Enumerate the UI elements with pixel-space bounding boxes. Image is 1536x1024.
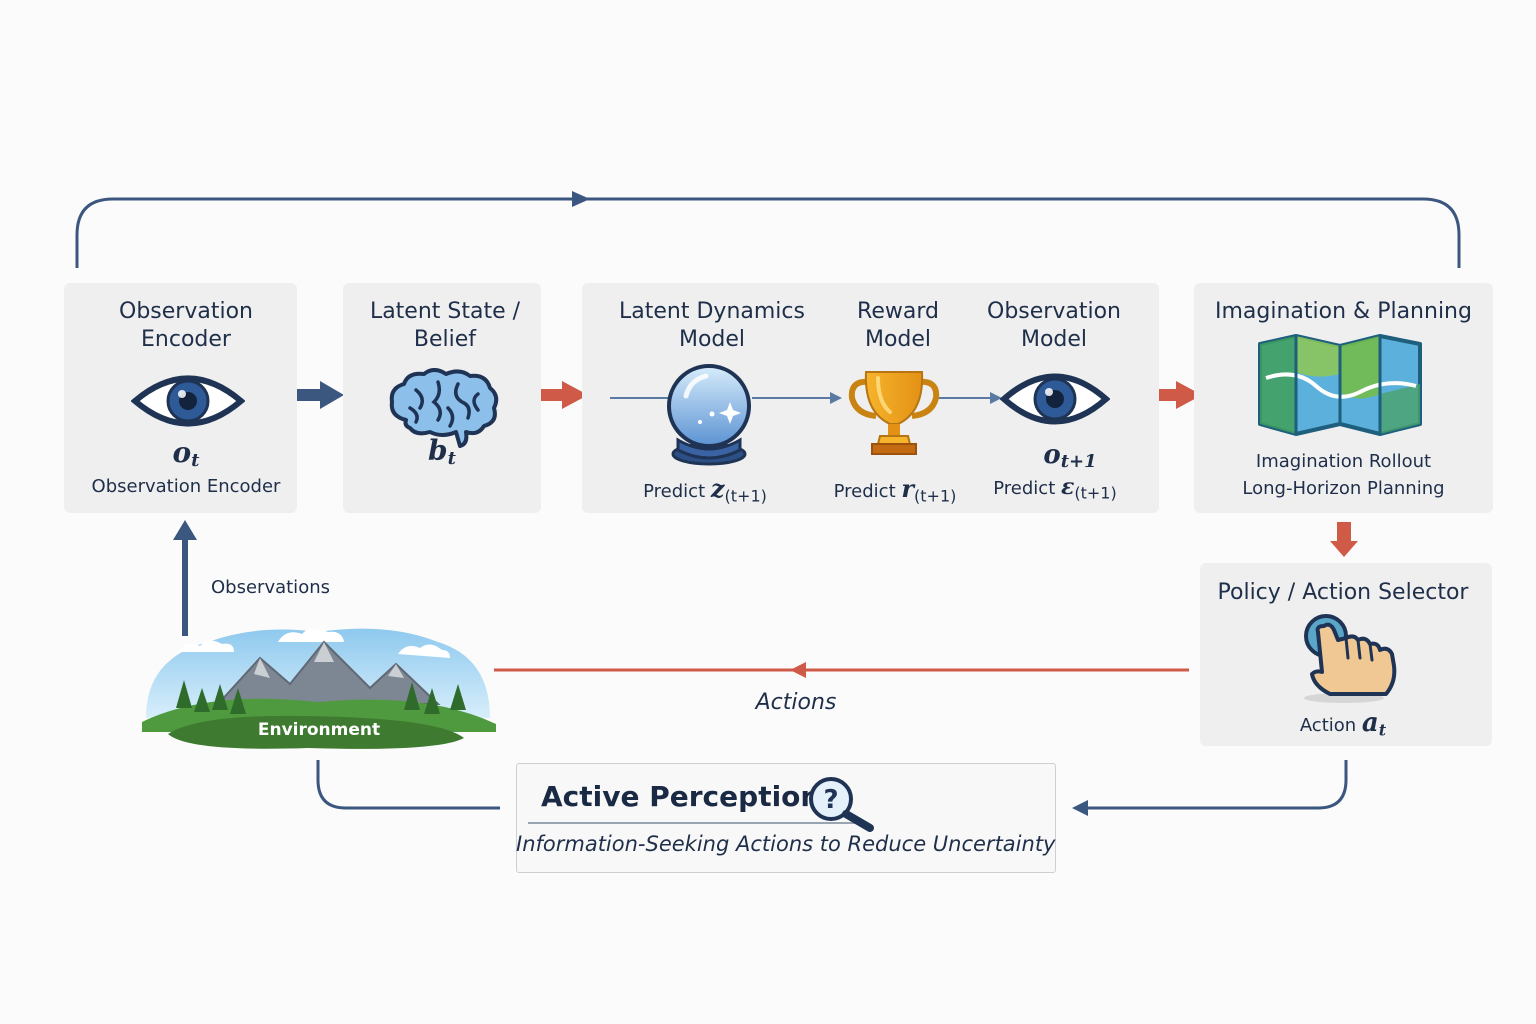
imagination-title: Imagination & Planning — [1215, 299, 1472, 324]
active-perception-subtitle: Information-Seeking Actions to Reduce Un… — [516, 832, 1056, 856]
bottom-left-connector — [316, 760, 500, 810]
map-icon — [1258, 334, 1422, 436]
reward-predict: Predict r(t+1) — [833, 474, 957, 506]
brain-icon — [389, 368, 499, 448]
arrow-imagination-to-policy — [1330, 522, 1358, 557]
dynamics-predict: Predict z(t+1) — [643, 474, 767, 506]
top-loop-arrowhead — [572, 191, 590, 207]
active-perception-divider — [528, 822, 858, 824]
latent-title: Latent State /Belief — [369, 299, 521, 352]
arrow-encoder-to-latent — [277, 381, 344, 409]
pointing-hand-icon — [1304, 614, 1397, 703]
actions-label: Actions — [755, 690, 837, 715]
latent-symbol: bt — [428, 434, 456, 470]
active-perception-title: Active Perception — [541, 780, 821, 813]
active-perception-box — [516, 763, 1056, 873]
arrow-environment-to-encoder — [173, 520, 197, 636]
magnifier-question-icon: ? — [809, 777, 874, 832]
encoder-caption: Observation Encoder — [91, 476, 281, 497]
crystal-ball-icon — [667, 364, 751, 466]
observations-label: Observations — [211, 577, 330, 598]
eye-icon — [1000, 373, 1110, 425]
bottom-right-arrowhead — [1072, 800, 1088, 816]
arrow-latent-to-dynamics — [519, 381, 588, 409]
arrow-obsmodel-to-imagination — [1133, 381, 1202, 409]
policy-action: Action at — [1299, 708, 1387, 740]
environment-label: Environment — [257, 720, 381, 740]
actions-arrowhead — [790, 662, 806, 678]
obs-model-symbol: ot+1 — [1043, 440, 1097, 473]
policy-title: Policy / Action Selector — [1217, 580, 1469, 605]
bottom-right-connector — [1080, 760, 1348, 810]
svg-text:?: ? — [823, 785, 838, 815]
landscape-icon — [142, 628, 496, 749]
world-model-flow — [610, 392, 1002, 404]
trophy-icon — [848, 371, 940, 455]
obs-model-predict: Predict ε(t+1) — [993, 474, 1117, 503]
encoder-symbol: ot — [172, 436, 200, 472]
eye-icon — [131, 375, 245, 427]
top-loop-connector — [75, 197, 1461, 268]
